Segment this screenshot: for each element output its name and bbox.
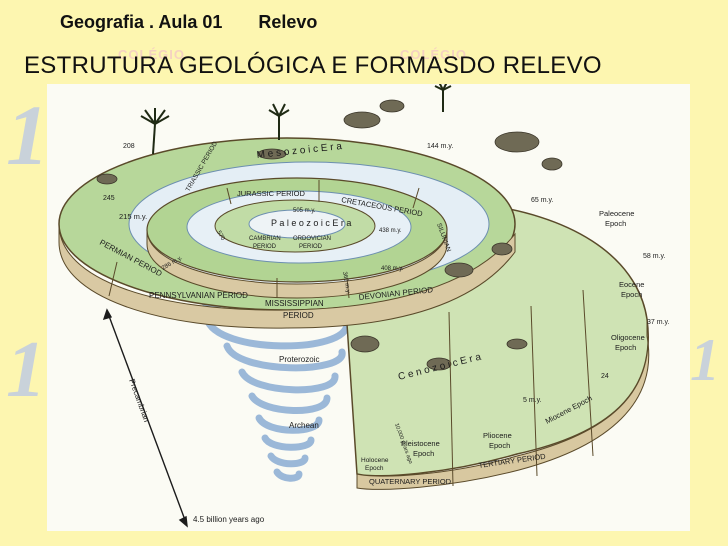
eocene-label: Epoch	[621, 290, 642, 299]
age-label: 58 m.y.	[643, 253, 665, 260]
cambrian-label: CAMBRIAN	[249, 236, 281, 242]
mississippian-label: PERIOD	[283, 311, 314, 320]
age-label: 215 m.y.	[119, 212, 147, 221]
precambrian-arrow	[102, 308, 188, 528]
watermark-logo: 1	[690, 327, 720, 393]
watermark-logo: 1	[6, 87, 49, 183]
age-label: 438 m.y.	[379, 228, 402, 234]
mississippian-label: MISSISSIPPIAN	[265, 299, 324, 308]
watermark-text: COLÉGIO	[400, 47, 467, 62]
oligocene-label: Epoch	[615, 343, 636, 352]
quaternary-label: QUATERNARY PERIOD	[369, 477, 452, 486]
subject-label: Geografia . Aula 01	[60, 12, 223, 32]
holocene-label: Holocene	[361, 457, 389, 464]
age-label: 505 m.y.	[293, 208, 316, 214]
age-label: 360 m.y.	[341, 271, 351, 295]
pleistocene-label: Pleistocene	[401, 439, 440, 448]
spiral-illustration: M e s o z o i c E r a P a l e o z o i c …	[58, 84, 669, 528]
pennsylvanian-label: PENNSYLVANIAN PERIOD	[149, 291, 248, 300]
jurassic-label: JURASSIC PERIOD	[237, 189, 306, 198]
paleocene-label: Epoch	[605, 219, 626, 228]
holocene-label: Epoch	[365, 465, 384, 472]
age-label: 570	[215, 230, 226, 242]
cenozoic-side-band	[356, 319, 650, 490]
age-label: 24	[601, 373, 609, 380]
age-label: 5 m.y.	[523, 397, 542, 404]
age-label: 144 m.y.	[427, 143, 453, 150]
base-age-label: 4.5 billion years ago	[193, 515, 265, 524]
paleozoic-era-label: P a l e o z o i c E r a	[271, 218, 351, 228]
age-label: 37 m.y.	[647, 319, 669, 326]
age-label: 408 m.y.	[381, 266, 404, 272]
pleistocene-label: Epoch	[413, 449, 434, 458]
slide-header: Geografia . Aula 01 Relevo	[60, 12, 317, 33]
eocene-label: Eocene	[619, 280, 644, 289]
pliocene-label: Pliocene	[483, 431, 512, 440]
archean-label: Archean	[289, 421, 319, 430]
animal-silhouettes	[96, 99, 563, 371]
proterozoic-label: Proterozoic	[279, 355, 319, 364]
geologic-time-spiral: M e s o z o i c E r a P a l e o z o i c …	[47, 84, 690, 531]
slide-title: ESTRUTURA GEOLÓGICA E FORMASDO RELEVO	[24, 52, 602, 79]
ordovician-label: ORDOVICIAN	[293, 236, 331, 242]
age-label: 245	[103, 195, 115, 202]
paleocene-label: Paleocene	[599, 209, 634, 218]
pliocene-label: Epoch	[489, 441, 510, 450]
period-dividers	[108, 180, 594, 487]
palm-trees	[140, 84, 452, 155]
outer-band	[58, 223, 516, 329]
ordovician-label: PERIOD	[299, 244, 323, 250]
precambrian-label: Precambrian	[127, 378, 151, 424]
watermark-text: COLÉGIO	[118, 47, 185, 62]
inner-core	[248, 209, 346, 239]
age-label: 208	[123, 143, 135, 150]
topic-label: Relevo	[258, 12, 318, 32]
oligocene-label: Oligocene	[611, 333, 645, 342]
watermark-logo: 1	[6, 326, 46, 414]
middle-band	[146, 229, 448, 299]
cambrian-label: PERIOD	[253, 244, 277, 250]
age-label: 65 m.y.	[531, 197, 553, 204]
